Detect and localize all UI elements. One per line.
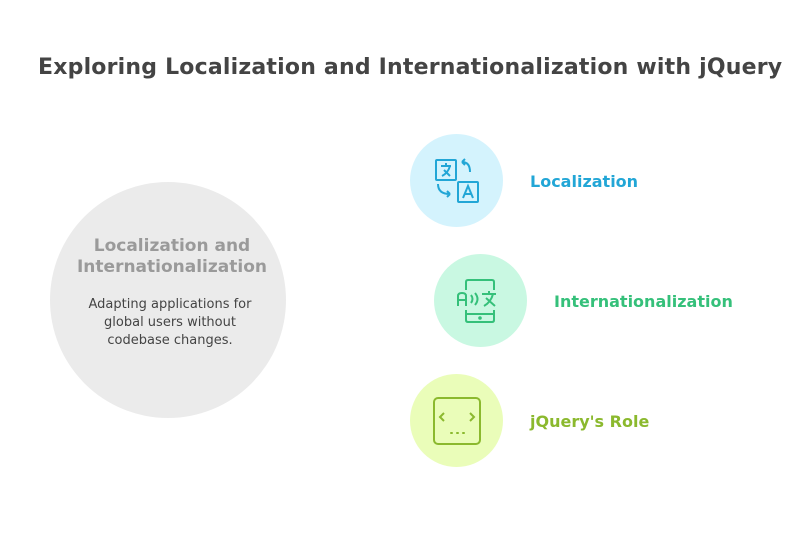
localization-label: Localization [530,172,639,191]
jquery-role-circle [410,374,503,467]
central-title-line1: Localization and [93,236,251,256]
code-window-icon [432,396,481,445]
localization-circle [410,134,503,227]
internationalization-circle [434,254,527,347]
internationalization-label: Internationalization [554,292,733,311]
translate-icon [434,157,479,203]
phone-language-icon [456,278,496,323]
jquery-role-label: jQuery's Role [530,412,650,431]
diagram-title: Exploring Localization and International… [38,55,783,80]
central-circle [50,182,286,418]
central-title: Localization and Internationalization [62,236,282,278]
central-title-line2: Internationalization [76,257,267,277]
central-description: Adapting applications for global users w… [88,297,252,348]
